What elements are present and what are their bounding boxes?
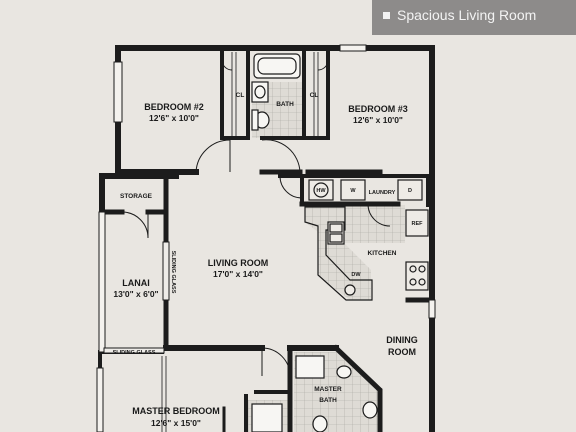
dining-label-room: ROOM bbox=[388, 347, 416, 357]
refrigerator-label: REF bbox=[412, 221, 424, 227]
callout-feature-text: Spacious Living Room bbox=[397, 7, 537, 23]
master-bath-label-2: BATH bbox=[319, 397, 337, 404]
dining-label: DINING bbox=[386, 335, 418, 345]
storage-label: STORAGE bbox=[120, 193, 153, 200]
kitchen-label: KITCHEN bbox=[368, 250, 397, 257]
windows bbox=[96, 44, 436, 432]
sliding-glass-doors bbox=[103, 241, 170, 354]
sliding-glass-vertical-label: SLIDING GLASS bbox=[170, 251, 176, 294]
master-bath-label: MASTER bbox=[314, 386, 342, 393]
bath-fixtures bbox=[251, 53, 301, 131]
master-bath-fixtures bbox=[251, 355, 378, 432]
callout-bullet-icon bbox=[383, 12, 390, 19]
living-room-dims: 17'0" x 14'0" bbox=[213, 269, 263, 279]
room-labels: BEDROOM #2 12'6" x 10'0" BEDROOM #3 12'6… bbox=[113, 92, 417, 428]
closet-left-label: CL bbox=[236, 92, 245, 99]
feature-callout bbox=[372, 0, 576, 35]
master-bedroom-label: MASTER BEDROOM bbox=[132, 406, 220, 416]
dishwasher-label: DW bbox=[351, 272, 361, 278]
master-bedroom-dims: 12'6" x 15'0" bbox=[151, 418, 201, 428]
bedroom-2-label: BEDROOM #2 bbox=[144, 102, 204, 112]
living-room-label: LIVING ROOM bbox=[208, 258, 269, 268]
kitchen-counters bbox=[304, 179, 429, 301]
door-swings bbox=[121, 59, 391, 377]
water-heater-label: HW bbox=[316, 188, 326, 194]
dryer-label: D bbox=[408, 188, 412, 194]
fixture-labels: HW W D REF DW SLIDING GLASS SLIDING GLAS… bbox=[113, 188, 424, 356]
lanai-label: LANAI bbox=[122, 278, 150, 288]
closet-rods bbox=[161, 52, 319, 432]
washer-label: W bbox=[350, 188, 356, 194]
laundry-label: LAUNDRY bbox=[369, 190, 396, 196]
bedroom-3-label: BEDROOM #3 bbox=[348, 104, 408, 114]
bedroom-2-dims: 12'6" x 10'0" bbox=[149, 113, 199, 123]
bath-label: BATH bbox=[276, 101, 294, 108]
sliding-glass-horizontal-label: SLIDING GLASS bbox=[113, 350, 156, 356]
bedroom-3-dims: 12'6" x 10'0" bbox=[353, 115, 403, 125]
lanai-dims: 13'0" x 6'0" bbox=[113, 289, 158, 299]
closet-right-label: CL bbox=[310, 92, 319, 99]
